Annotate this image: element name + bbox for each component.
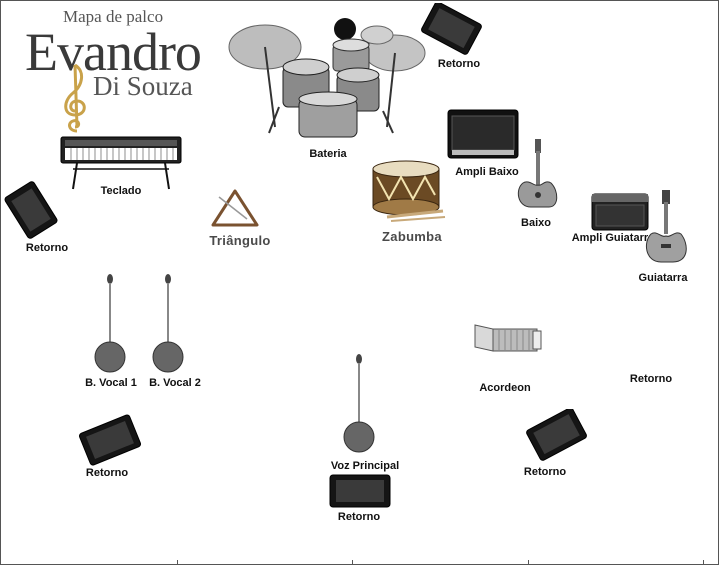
drum-kit-icon xyxy=(228,18,426,138)
mic-stand-icon xyxy=(94,274,126,373)
ruler-tick xyxy=(352,560,353,564)
guitar-amp-icon xyxy=(591,193,649,231)
mic-stand-icon xyxy=(343,354,375,453)
label-b-vocal-2: B. Vocal 2 xyxy=(149,377,201,389)
logo-name: Evandro xyxy=(25,22,202,82)
electric-guitar-icon xyxy=(645,190,687,263)
label-teclado: Teclado xyxy=(100,185,142,197)
label-baixo: Baixo xyxy=(521,217,551,229)
label-zabumba: Zabumba xyxy=(382,229,442,244)
label-retorno-right-mid: Retorno xyxy=(629,373,673,385)
label-voz-principal: Voz Principal xyxy=(330,460,400,472)
ruler-tick xyxy=(177,560,178,564)
bass-guitar-icon xyxy=(517,139,558,208)
ruler-tick xyxy=(703,560,704,564)
label-ampli-baixo: Ampli Baixo xyxy=(455,166,519,178)
monitor-speaker-icon xyxy=(4,181,58,239)
label-bateria: Bateria xyxy=(309,148,347,160)
monitor-speaker-icon xyxy=(79,414,141,466)
ruler-tick xyxy=(528,560,529,564)
bass-amp-icon xyxy=(447,109,519,159)
label-retorno-bottom-left: Retorno xyxy=(85,467,129,479)
accordion-icon xyxy=(474,324,542,352)
monitor-speaker-icon xyxy=(421,3,482,55)
label-retorno-left: Retorno xyxy=(25,242,69,254)
triangle-instrument-icon xyxy=(211,189,259,227)
label-b-vocal-1: B. Vocal 1 xyxy=(85,377,137,389)
label-retorno-top-right: Retorno xyxy=(437,58,481,70)
label-triangulo: Triângulo xyxy=(209,233,271,248)
logo-surname: Di Souza xyxy=(93,71,193,101)
label-retorno-bottom-right: Retorno xyxy=(523,466,567,478)
treble-clef-icon xyxy=(64,63,86,133)
monitor-speaker-icon xyxy=(329,474,391,508)
label-ampli-guitarra: Ampli Guiatarra xyxy=(571,232,655,244)
keyboard-icon xyxy=(60,136,182,190)
label-retorno-bottom-center: Retorno xyxy=(337,511,381,523)
label-acordeon: Acordeon xyxy=(479,382,531,394)
zabumba-drum-icon xyxy=(372,160,446,222)
logo-subtitle: Mapa de palco xyxy=(63,7,164,26)
monitor-speaker-icon xyxy=(526,409,587,461)
mic-stand-icon xyxy=(152,274,184,373)
label-guitarra: Guiatarra xyxy=(638,272,688,284)
